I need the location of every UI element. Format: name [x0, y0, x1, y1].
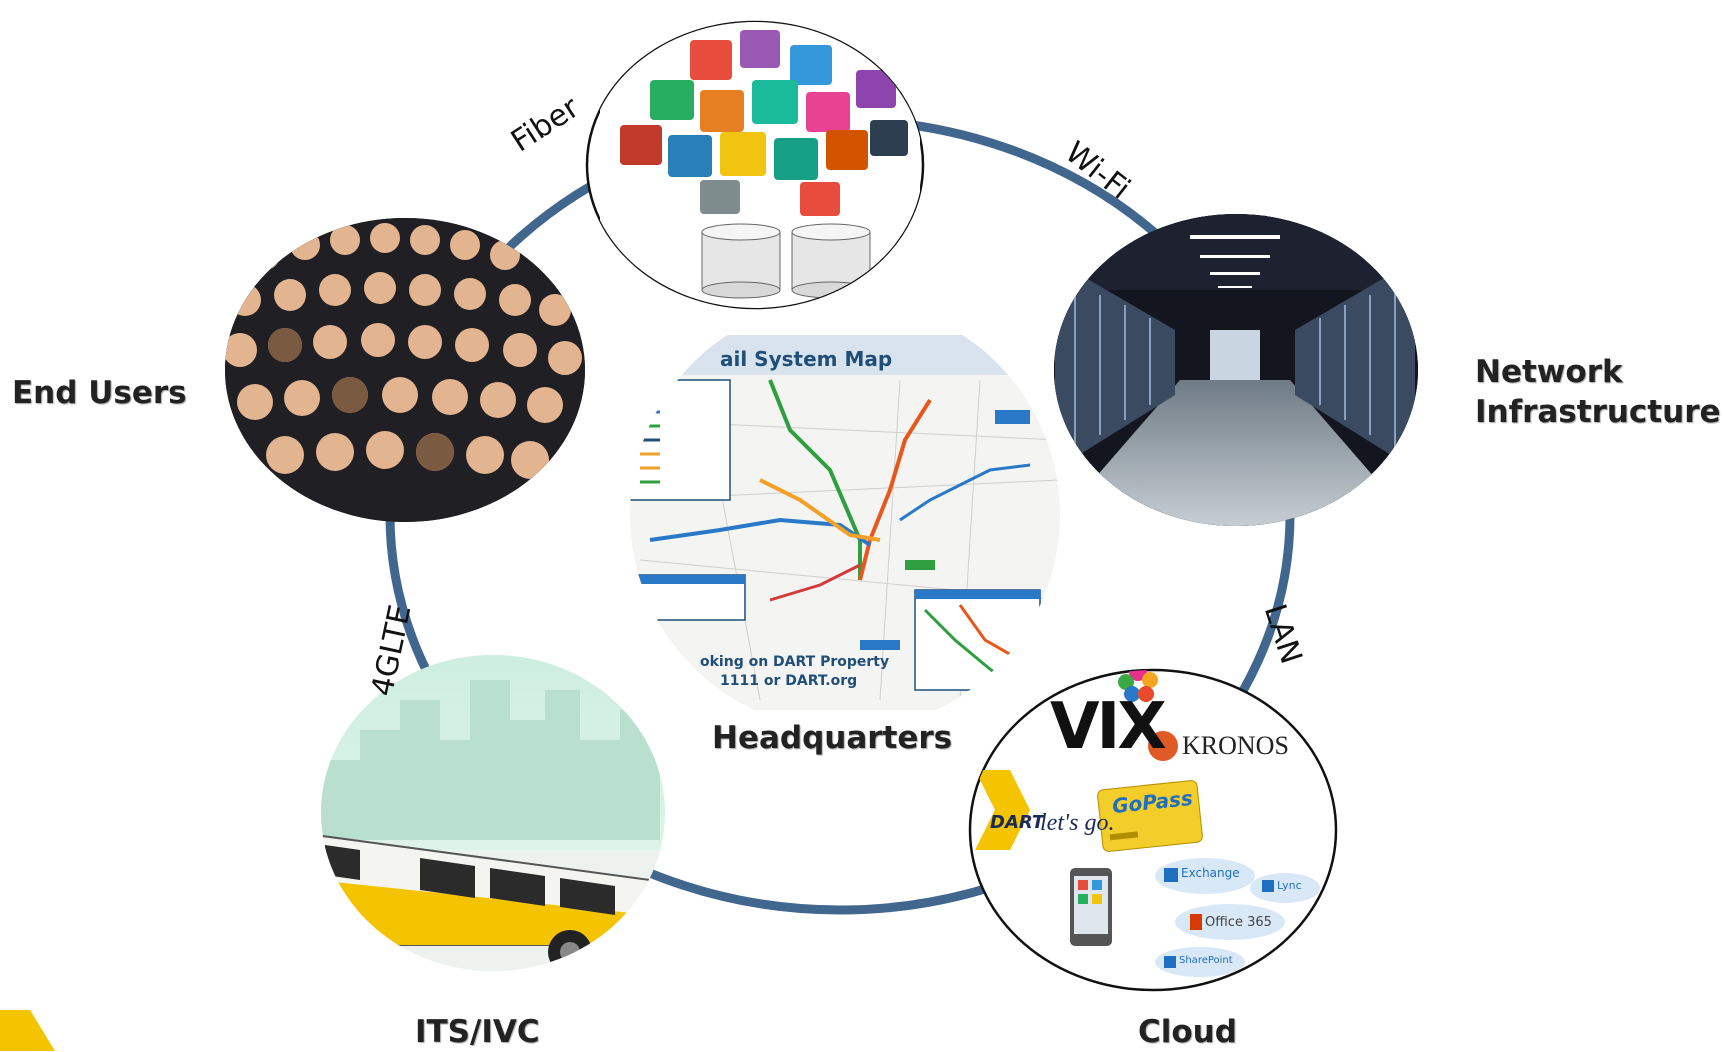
- map-title: ail System Map: [720, 347, 893, 371]
- rail-system-map: [630, 335, 1060, 710]
- crowd-image: [225, 218, 585, 522]
- its-ivc-label: ITS/IVC: [415, 1014, 540, 1050]
- kronos-logo-text: KRONOS: [1182, 731, 1289, 760]
- network-infrastructure-line2: Infrastructure: [1475, 394, 1721, 431]
- end-users-label: End Users: [12, 375, 187, 411]
- map-footer-line2: 1111 or DART.org: [720, 673, 858, 689]
- map-footer-line1: oking on DART Property: [700, 654, 890, 670]
- exchange-icon: [1164, 868, 1178, 882]
- app-cubes-image: [600, 22, 920, 308]
- applications-node: [585, 20, 925, 310]
- database-icon: [791, 223, 871, 299]
- dart-logo: [975, 770, 1030, 850]
- vix-star-logo: [1118, 670, 1158, 702]
- dart-logo-text: DART: [990, 812, 1045, 833]
- datacenter-image: [1054, 214, 1418, 526]
- bus-image: [321, 655, 665, 971]
- headquarters-label: Headquarters: [712, 720, 953, 756]
- sharepoint-text: SharePoint: [1179, 955, 1233, 966]
- cloud-node: [968, 668, 1338, 992]
- vix-logo-text: VIX: [1050, 690, 1167, 764]
- office365-icon: [1190, 914, 1202, 930]
- dart-corner-logo: [0, 1010, 55, 1051]
- lets-go-text: let's go.: [1040, 810, 1115, 836]
- office365-text: Office 365: [1205, 915, 1272, 930]
- lync-text: Lync: [1277, 879, 1302, 892]
- lync-icon: [1262, 880, 1274, 892]
- cloud-services-image: [975, 670, 1320, 977]
- database-icon: [701, 223, 781, 299]
- headquarters-node: [630, 335, 1060, 710]
- sharepoint-icon: [1164, 956, 1176, 968]
- network-infrastructure-label: Network Infrastructure: [1475, 352, 1721, 433]
- end-users-node: [225, 218, 585, 522]
- gopass-card: [1097, 780, 1203, 852]
- cloud-label: Cloud: [1138, 1014, 1237, 1050]
- exchange-text: Exchange: [1181, 866, 1240, 880]
- network-infrastructure-line1: Network: [1475, 354, 1623, 390]
- its-ivc-node: [321, 655, 665, 971]
- phone-icon: [1070, 868, 1112, 946]
- kronos-logo: [1148, 731, 1178, 761]
- network-infrastructure-node: [1054, 214, 1418, 526]
